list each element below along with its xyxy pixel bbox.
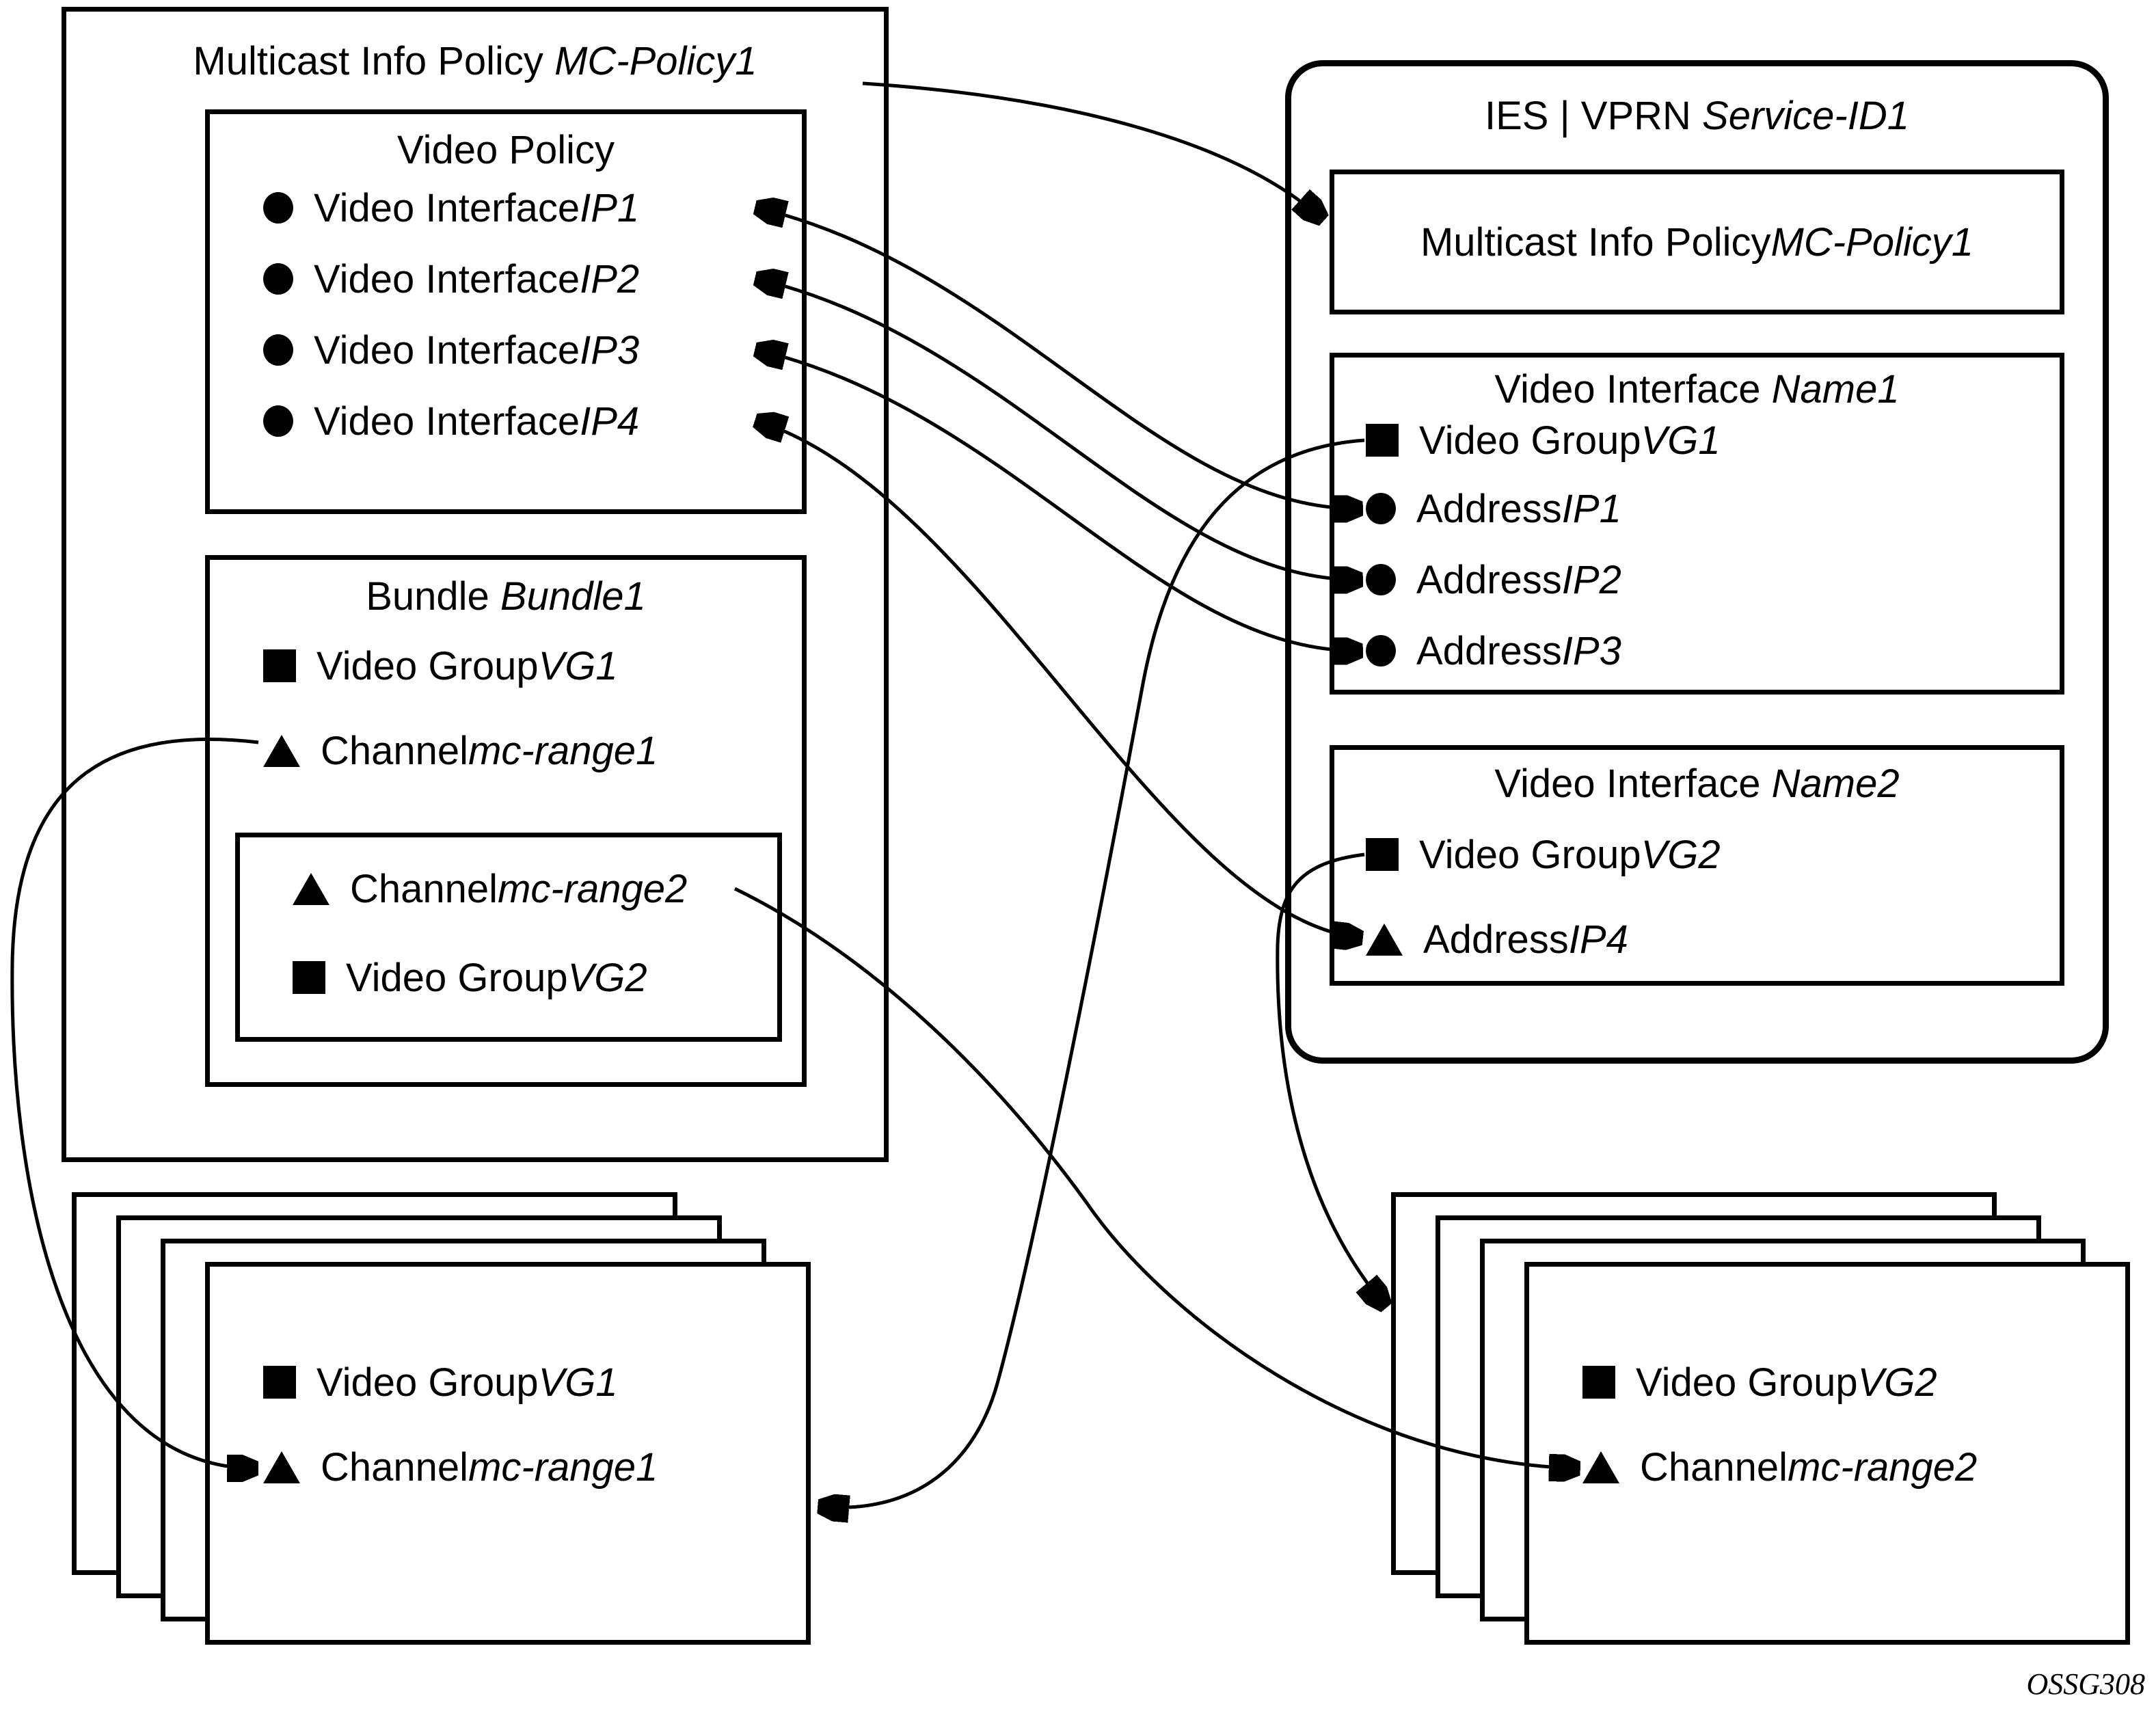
video-group-stack-left — [205, 1262, 811, 1645]
item-label: Video Interface — [314, 327, 580, 373]
title-text: Video Interface — [1494, 762, 1772, 806]
item-name: IP1 — [1561, 486, 1621, 531]
list-item-video-interface-ip3: Video Interface IP3 — [263, 327, 640, 373]
video-policy-box — [205, 109, 807, 514]
item-label: Address — [1416, 628, 1562, 673]
triangle-icon — [1582, 1451, 1619, 1483]
policy-name: MC-Policy1 — [554, 39, 757, 83]
item-name: VG2 — [1641, 832, 1721, 877]
triangle-icon — [293, 872, 329, 905]
item-label: Channel — [1640, 1444, 1788, 1490]
item-label: Video Group — [346, 955, 568, 1000]
square-icon — [263, 649, 296, 682]
item-name: IP2 — [1561, 557, 1621, 602]
triangle-icon — [1366, 923, 1403, 956]
channel-override-box — [235, 833, 782, 1042]
item-name: IP1 — [580, 185, 640, 230]
item-label: Address — [1416, 486, 1562, 531]
item-label: Video Interface — [314, 399, 580, 444]
circle-icon — [1366, 564, 1396, 595]
service-name: Service-ID1 — [1702, 94, 1910, 138]
circle-icon — [263, 192, 293, 224]
video-policy-title: Video Policy — [396, 128, 615, 172]
video-interface-1-title: Video Interface Name1 — [1330, 366, 2064, 414]
square-icon — [1366, 838, 1399, 871]
item-name: VG1 — [538, 1360, 618, 1405]
list-item-video-interface-ip2: Video Interface IP2 — [263, 257, 639, 301]
list-item-address-ip4: Address IP4 — [1366, 917, 1628, 962]
item-label: Address — [1416, 557, 1562, 602]
triangle-icon — [263, 1451, 300, 1483]
item-label: Video Group — [1419, 418, 1641, 463]
item-label: Channel — [321, 728, 469, 773]
bundle-name: Bundle1 — [500, 574, 646, 619]
item-name: mc-range1 — [468, 1444, 658, 1490]
item-name: IP2 — [580, 256, 640, 301]
title-text: Multicast Info Policy — [193, 39, 555, 83]
bundle-title: Bundle Bundle1 — [205, 573, 807, 621]
item-label: Video Group — [316, 643, 539, 688]
list-item-stack-video-group-vg1: Video Group VG1 — [263, 1360, 618, 1405]
square-icon — [263, 1366, 296, 1399]
video-interface-1-box — [1330, 353, 2064, 695]
policy-ref-name: MC-Policy1 — [1770, 219, 1974, 265]
interface-name: Name1 — [1771, 367, 1900, 412]
list-item-channel-mc-range2: Channel mc-range2 — [293, 867, 687, 911]
list-item-video-group-vg1: Video Group VG1 — [263, 644, 618, 688]
square-icon — [293, 961, 325, 994]
item-label: Address — [1423, 917, 1569, 962]
square-icon — [1366, 424, 1399, 457]
list-item-video-interface-ip1: Video Interface IP1 — [263, 186, 639, 230]
item-label: Video Group — [1419, 832, 1641, 877]
list-item-stack-video-group-vg2: Video Group VG2 — [1582, 1360, 1937, 1405]
item-name: IP4 — [1568, 917, 1628, 962]
service-title: IES | VPRN Service-ID1 — [1285, 92, 2109, 140]
list-item-svc-video-group-vg1: Video Group VG1 — [1366, 418, 1721, 463]
title-text: Video Interface — [1494, 367, 1772, 412]
list-item-svc-video-group-vg2: Video Group VG2 — [1366, 832, 1721, 877]
item-name: IP4 — [580, 399, 640, 444]
list-item-address-ip1: Address IP1 — [1366, 486, 1621, 531]
policy-ref-box: Multicast Info Policy MC-Policy1 — [1330, 170, 2064, 314]
item-name: VG1 — [1641, 418, 1721, 463]
item-label: Video Interface — [314, 256, 580, 301]
video-interface-2-title: Video Interface Name2 — [1330, 760, 2064, 808]
video-group-stack-right — [1524, 1262, 2130, 1645]
circle-icon — [1366, 635, 1396, 666]
item-name: VG2 — [1857, 1360, 1937, 1405]
item-label: Channel — [350, 866, 498, 911]
list-item-video-interface-ip4: Video Interface IP4 — [263, 399, 640, 444]
triangle-icon — [263, 734, 300, 767]
item-name: IP3 — [580, 327, 640, 373]
circle-icon — [263, 263, 293, 295]
list-item-video-group-vg2: Video Group VG2 — [293, 955, 647, 1000]
circle-icon — [1366, 493, 1396, 524]
list-item-address-ip3: Address IP3 — [1366, 629, 1621, 673]
item-label: Video Group — [316, 1360, 539, 1405]
circle-icon — [263, 334, 293, 366]
title-text: Bundle — [366, 574, 500, 619]
item-name: mc-range2 — [498, 866, 688, 911]
item-name: VG2 — [567, 955, 647, 1000]
policy-ref-label: Multicast Info Policy — [1420, 219, 1771, 265]
title-text: IES | VPRN — [1484, 94, 1703, 138]
figure-id-label: OSSG308 — [2026, 1667, 2145, 1701]
item-name: mc-range2 — [1788, 1444, 1978, 1490]
item-name: IP3 — [1561, 628, 1621, 673]
interface-name: Name2 — [1771, 762, 1900, 806]
multicast-info-policy-title: Multicast Info Policy MC-Policy1 — [62, 38, 889, 85]
item-name: VG1 — [538, 643, 618, 688]
list-item-channel-mc-range1: Channel mc-range1 — [263, 728, 658, 773]
item-label: Channel — [321, 1444, 469, 1490]
circle-icon — [263, 405, 293, 437]
list-item-stack-channel-mc-range1: Channel mc-range1 — [263, 1444, 658, 1490]
edge-vg1-to-server-stack-left — [820, 438, 1365, 1507]
list-item-stack-channel-mc-range2: Channel mc-range2 — [1582, 1444, 1978, 1490]
item-label: Video Interface — [314, 185, 580, 230]
edge-policy-title-to-service-policy-ref — [862, 81, 1322, 219]
item-label: Video Group — [1636, 1360, 1858, 1405]
item-name: mc-range1 — [468, 728, 658, 773]
list-item-address-ip2: Address IP2 — [1366, 558, 1621, 602]
square-icon — [1582, 1366, 1615, 1399]
